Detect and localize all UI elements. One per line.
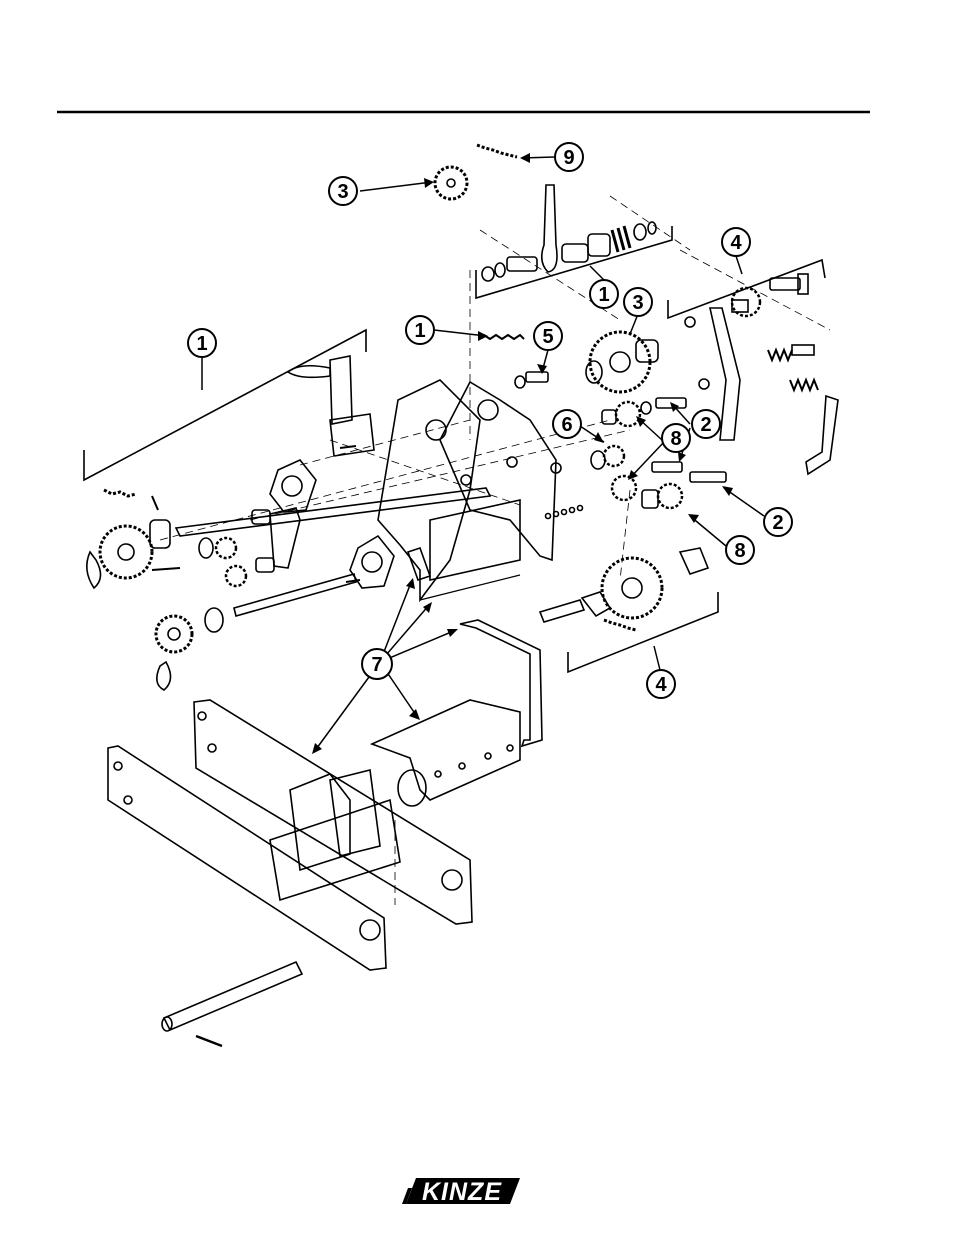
callout-1-mid: 1 (406, 316, 434, 344)
bracket-group-1-left (84, 330, 366, 480)
plate-hole-row (546, 506, 583, 519)
callout-3-top: 3 (329, 177, 357, 205)
sprocket-top (435, 167, 467, 199)
lever-top (542, 185, 557, 272)
callout-6: 6 (553, 410, 581, 438)
right-bracket-arm (806, 396, 838, 474)
svg-text:4: 4 (655, 674, 667, 696)
pivot-pin (164, 962, 302, 1030)
sprocket-lower-center (602, 558, 662, 618)
kinze-logo-mark: KINZE (402, 1178, 520, 1204)
callout-2-mid: 2 (692, 410, 720, 438)
callout-4-top: 4 (722, 228, 750, 256)
parallel-arm-upper (194, 700, 472, 924)
svg-text:1: 1 (414, 320, 425, 342)
chain-top (477, 145, 517, 157)
u-bracket-bar (460, 620, 542, 746)
callout-8-mid: 8 (662, 424, 690, 452)
callout-2-lower: 2 (764, 508, 792, 536)
left-bracket-upright (330, 356, 352, 424)
left-shaft-main (176, 488, 490, 536)
parallel-arm-lower (108, 746, 386, 970)
bracket-group-4-bottom (568, 592, 718, 672)
svg-text:2: 2 (700, 414, 711, 436)
callout-8-lower: 8 (726, 536, 754, 564)
svg-text:1: 1 (598, 284, 609, 306)
callout-7: 7 (362, 649, 392, 679)
left-arm-plate (270, 508, 300, 568)
svg-text:8: 8 (734, 540, 745, 562)
svg-text:2: 2 (772, 512, 783, 534)
svg-text:7: 7 (371, 654, 382, 676)
callout-4-bottom: 4 (647, 670, 675, 698)
svg-text:1: 1 (196, 333, 207, 355)
kinze-logo: KINZE (402, 1178, 520, 1204)
callout-1-top: 1 (590, 280, 618, 308)
assembly-drawing (84, 145, 838, 1046)
svg-text:KINZE: KINZE (422, 1178, 502, 1204)
svg-text:4: 4 (730, 232, 742, 254)
svg-text:3: 3 (632, 292, 643, 314)
svg-text:3: 3 (337, 181, 348, 203)
left-shaft-lower (234, 574, 356, 616)
hitch-plate (372, 700, 520, 800)
svg-text:6: 6 (561, 414, 572, 436)
svg-text:8: 8 (670, 428, 681, 450)
callout-5: 5 (534, 322, 562, 350)
svg-text:5: 5 (542, 326, 553, 348)
callout-1-left: 1 (188, 329, 216, 357)
svg-text:9: 9 (563, 147, 574, 169)
callout-3-right: 3 (624, 288, 652, 316)
callout-9: 9 (555, 143, 583, 171)
